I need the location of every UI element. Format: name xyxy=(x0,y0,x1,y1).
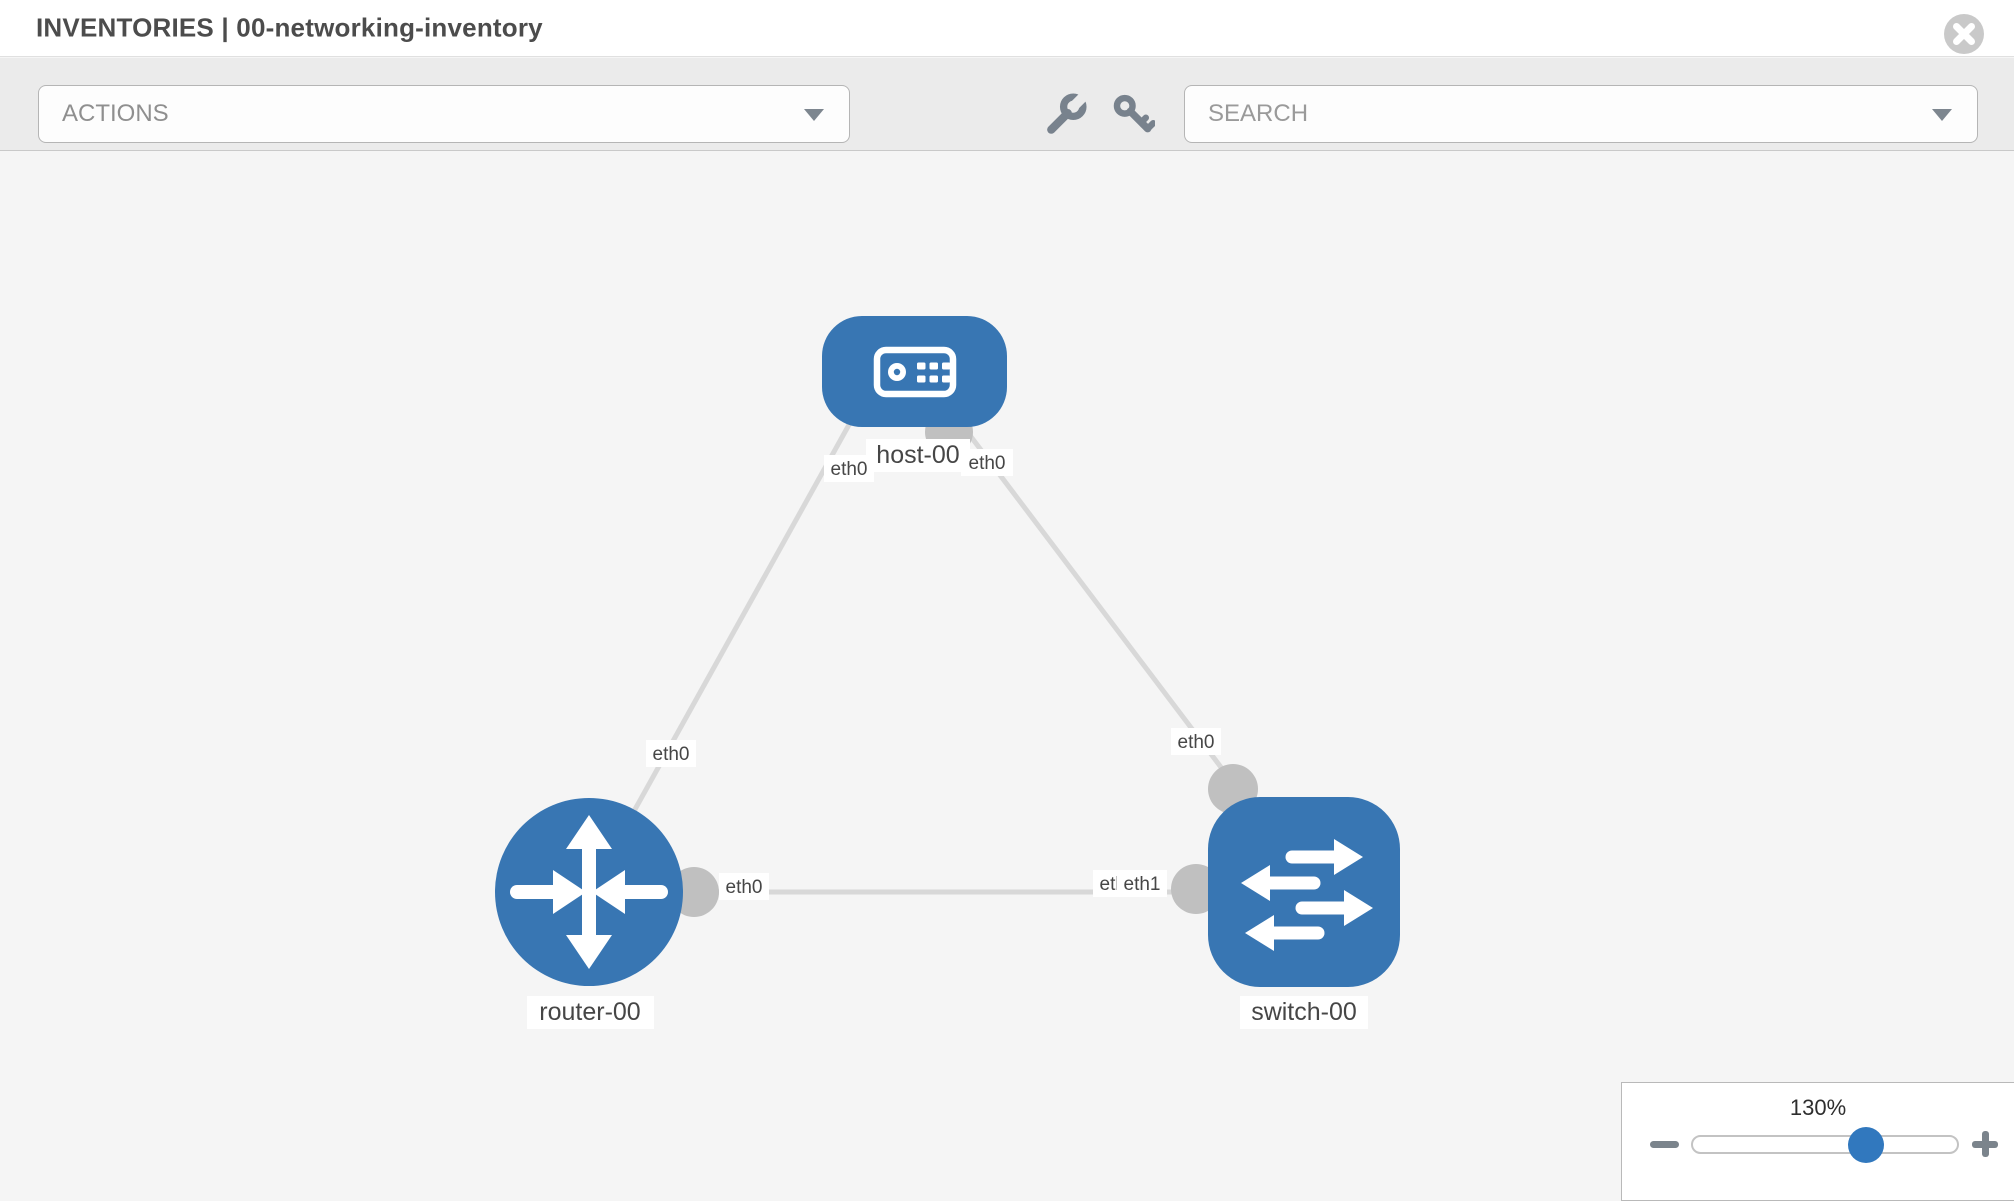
page-title: INVENTORIES | 00-networking-inventory xyxy=(36,12,543,43)
key-icon xyxy=(1113,94,1157,133)
switch-icon xyxy=(1241,839,1373,951)
actions-dropdown-label: ACTIONS xyxy=(62,100,169,127)
node-host[interactable] xyxy=(822,316,1007,427)
if-label-router-to-host: eth0 xyxy=(646,740,696,767)
svg-text:host-00: host-00 xyxy=(876,441,959,469)
if-label-router-to-switch: eth0 xyxy=(719,873,769,900)
key-button[interactable] xyxy=(1111,93,1157,137)
zoom-in-icon[interactable] xyxy=(1972,1131,1998,1157)
if-label-host-to-switch: eth0 xyxy=(961,449,1013,476)
if-label-host-to-router: eth0 xyxy=(824,455,874,482)
svg-text:eth0: eth0 xyxy=(726,877,763,898)
topology-canvas[interactable]: host-00 router-00 switch-00 eth0 eth0 et… xyxy=(0,151,2014,1200)
zoom-level: 130% xyxy=(1789,1095,1847,1120)
chevron-down-icon xyxy=(804,109,824,121)
zoom-slider-row xyxy=(1622,1127,2014,1171)
svg-text:eth0: eth0 xyxy=(969,453,1006,474)
node-label-switch: switch-00 xyxy=(1240,996,1368,1029)
close-button[interactable] xyxy=(1943,13,1985,55)
svg-text:router-00: router-00 xyxy=(539,998,640,1026)
node-label-host: host-00 xyxy=(866,439,970,472)
node-labels: host-00 router-00 switch-00 xyxy=(527,439,1368,1029)
toolbar: ACTIONS xyxy=(0,58,2014,151)
search-box[interactable] xyxy=(1184,85,1978,143)
header: INVENTORIES | 00-networking-inventory xyxy=(0,0,2014,57)
wrench-icon xyxy=(1047,90,1090,134)
node-label-router: router-00 xyxy=(527,996,654,1029)
link-host-router[interactable] xyxy=(586,394,868,894)
if-label-switch-to-host: eth0 xyxy=(1171,728,1221,755)
zoom-slider[interactable] xyxy=(1691,1127,1959,1163)
chevron-down-icon xyxy=(1932,109,1952,121)
wrench-button[interactable] xyxy=(1043,90,1090,137)
router-icon xyxy=(510,815,668,969)
interface-labels: eth0 eth0 eth0 eth0 eth0 eth0 eth1 xyxy=(646,449,1221,900)
if-label-switch-to-router: eth1 xyxy=(1117,870,1167,897)
interface-ports xyxy=(669,408,1258,917)
node-router[interactable] xyxy=(495,798,683,986)
svg-text:switch-00: switch-00 xyxy=(1251,998,1357,1026)
svg-text:eth1: eth1 xyxy=(1124,874,1161,895)
svg-text:eth0: eth0 xyxy=(831,459,868,480)
zoom-out-icon[interactable] xyxy=(1650,1141,1679,1148)
node-switch[interactable] xyxy=(1208,797,1400,987)
host-icon xyxy=(873,346,957,398)
svg-text:eth0: eth0 xyxy=(1178,732,1215,753)
search-input[interactable] xyxy=(1185,86,1914,142)
zoom-panel: 130% xyxy=(1621,1082,2014,1201)
zoom-slider-knob[interactable] xyxy=(1848,1127,1884,1163)
svg-text:eth0: eth0 xyxy=(653,744,690,765)
close-icon xyxy=(1944,14,1984,54)
actions-dropdown[interactable]: ACTIONS xyxy=(38,85,850,143)
